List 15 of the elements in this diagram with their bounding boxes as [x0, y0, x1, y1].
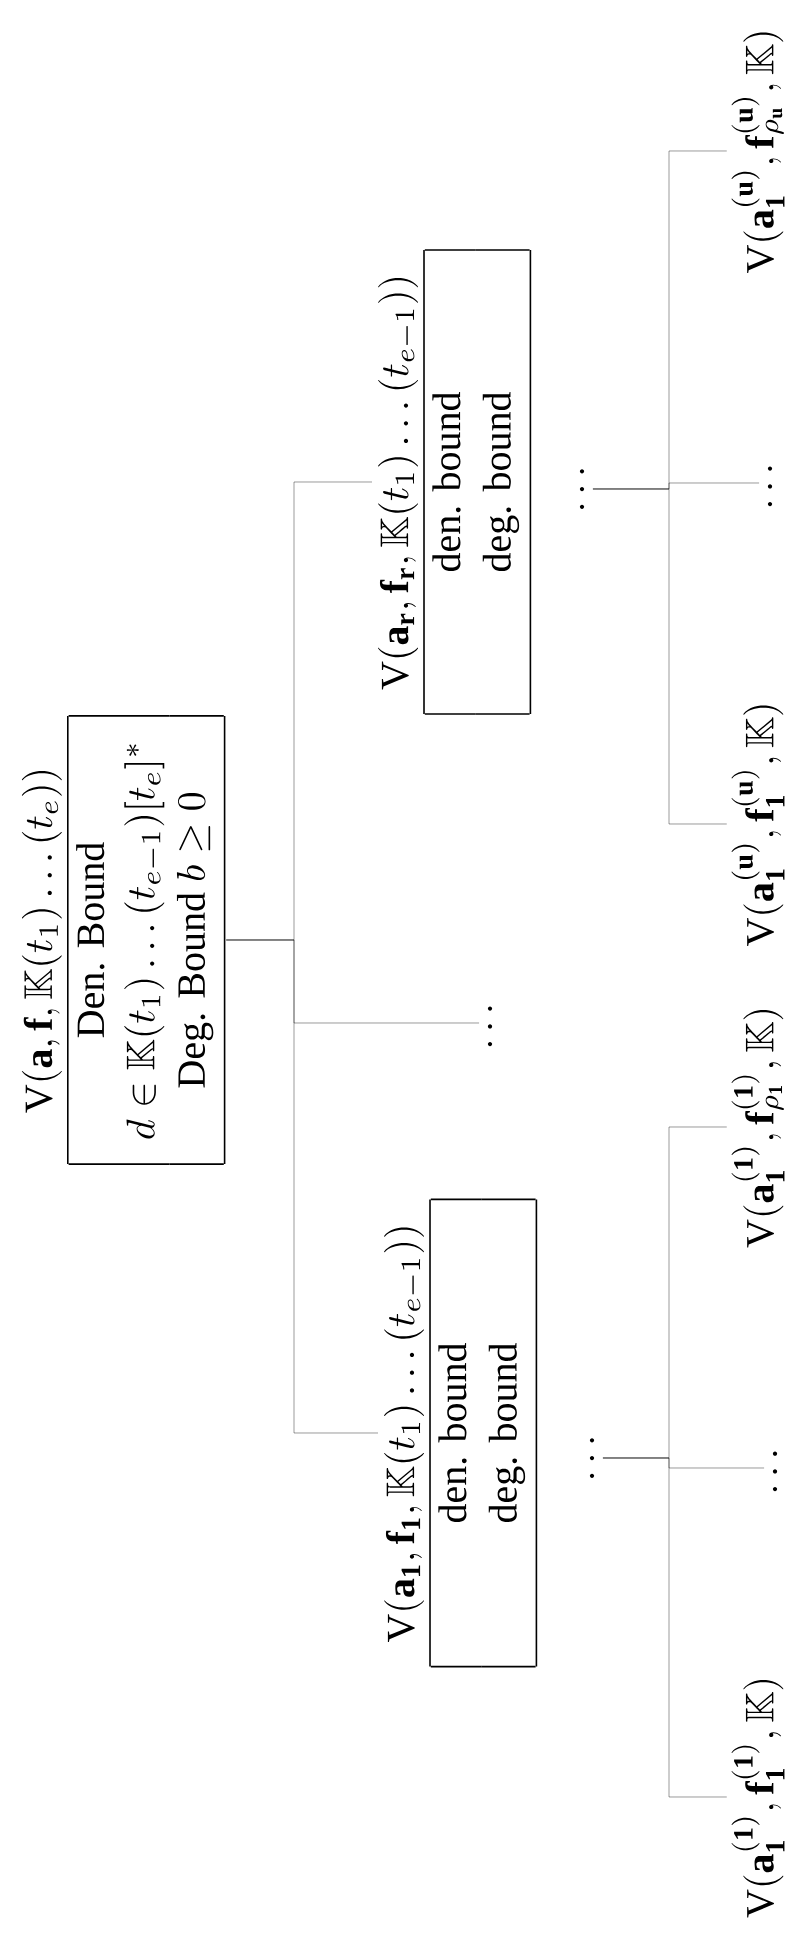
ellipsis-label: $\dots$: [487, 1006, 493, 1047]
ellipsis-label: $\mathbf{\ldots}$: [579, 469, 585, 509]
leaf-formula: $\mathrm{V}(\mathbf{a}_{\mathbf{1}}^{(\mathbf{1})},\mathbf{f}_{\rho_{\mathbf{1}}}^{(\mathbf{1})},\mathbb{K})$: [731, 1010, 785, 1248]
tree-connector: [592, 150, 727, 490]
leaf-formula: $\mathrm{V}(\mathbf{a}_{\mathbf{1}}^{(\mathbf{u})},\mathbf{f}_{\rho_{\mathbf{u}}}^{(\mathbf{u})},\mathbb{K})$: [731, 32, 785, 274]
ellipsis-label: $\mathbf{\ldots}$: [589, 1438, 595, 1478]
tree-connector: [226, 481, 373, 941]
bound-box: $\mathrm{V}(\mathbf{a}_{\mathbf{1}},\mathbf{f}_{\mathbf{1}},\mathbb{K}(t_1)\dots(t_{e-1}))$ den. bound deg. bound: [384, 1198, 538, 1668]
tree-connector: [602, 1126, 727, 1459]
bound-box: $\mathrm{V}(\mathbf{a},\mathbf{f},\mathbb{K}(t_1)\dots(t_e))$ Den. Bound $d\in\mathbb{K}(t_1)\dots(t_{e-1})[t_e]^*$ $\text{Deg. Bound }b\geq 0$: [21, 715, 226, 1165]
leaf-formula: $\mathrm{V}(\mathbf{a}_{\mathbf{1}}^{(\mathbf{u})},\mathbf{f}_{\mathbf{1}}^{(\mathbf{u})},\mathbb{K})$: [731, 705, 785, 947]
ellipsis-label: $\dots$: [772, 1451, 778, 1492]
leaf-formula: $\mathrm{V}(\mathbf{a}_{\mathbf{1}}^{(\mathbf{1})},\mathbf{f}_{\mathbf{1}}^{(\mathbf{1})},\mathbb{K})$: [731, 1680, 785, 1918]
ellipsis-label: $\dots$: [767, 466, 773, 507]
bound-box: $\mathrm{V}(\mathbf{a}_{\mathbf{r}},\mathbf{f}_{\mathbf{r}},\mathbb{K}(t_1)\dots(t_{e-1}))$ den. bound deg. bound: [378, 249, 532, 715]
